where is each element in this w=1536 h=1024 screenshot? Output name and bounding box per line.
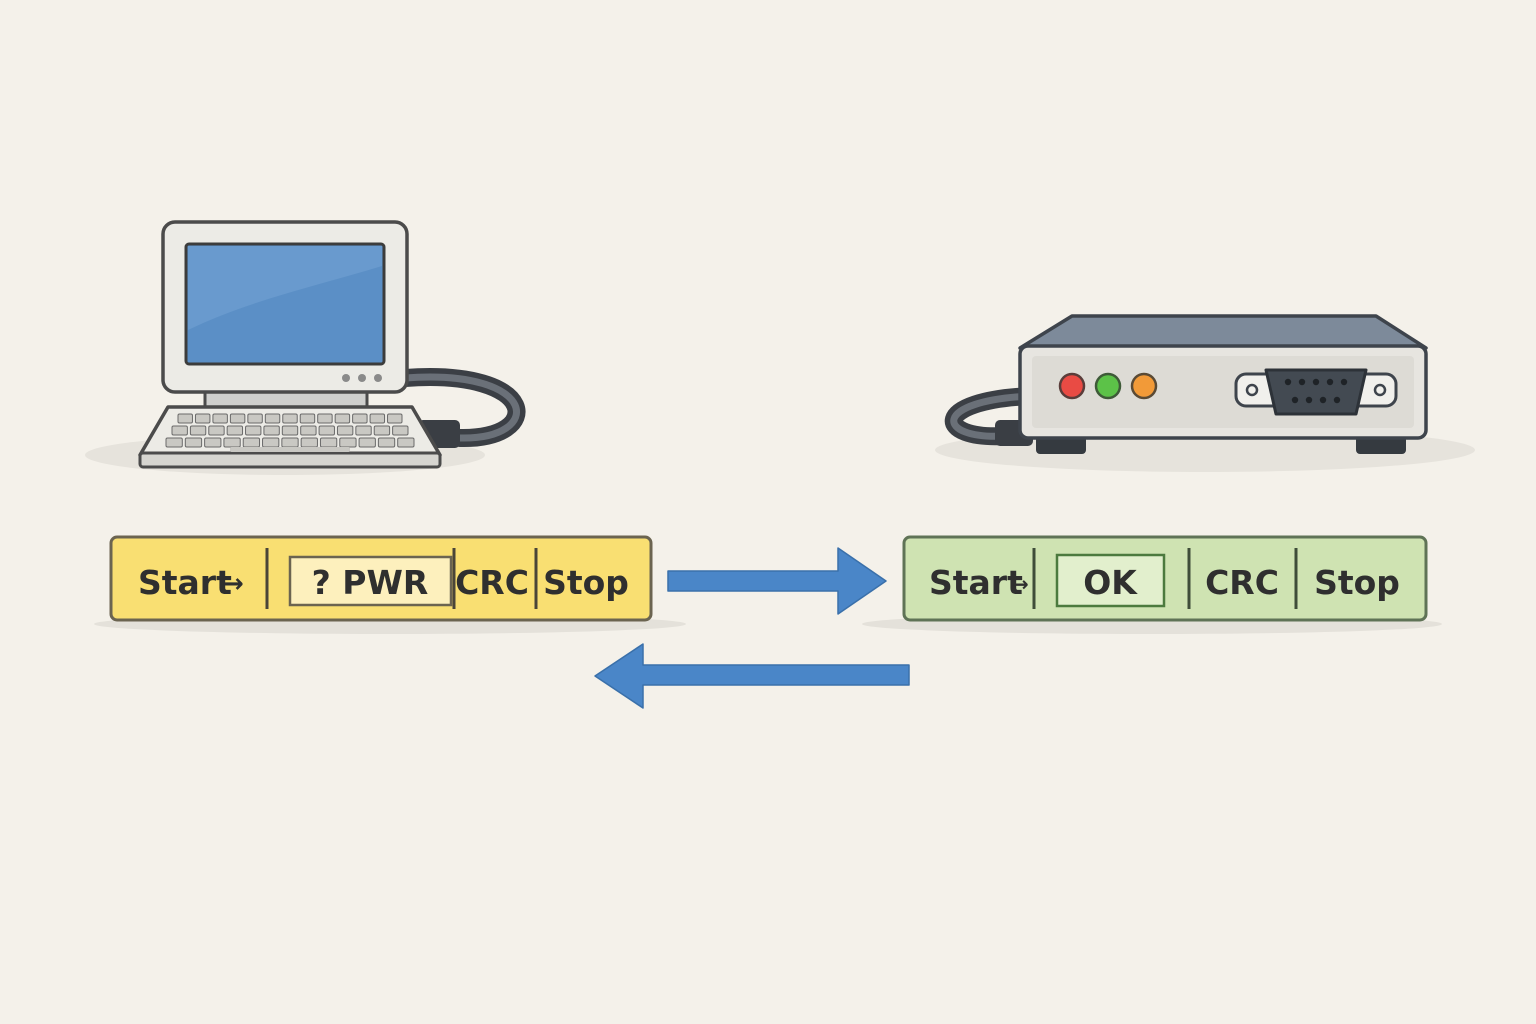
keyboard-key bbox=[281, 437, 299, 448]
keyboard-keys bbox=[165, 413, 415, 452]
serial-device-icon bbox=[935, 314, 1475, 472]
device-payload-box bbox=[1055, 553, 1166, 608]
device-frame: Start → OK CRC Stop bbox=[902, 535, 1428, 622]
keyboard-key bbox=[281, 425, 299, 436]
host-field-start: Start bbox=[138, 563, 232, 602]
keyboard-key bbox=[336, 425, 354, 436]
keyboard-key bbox=[247, 413, 263, 424]
keyboard-key bbox=[282, 413, 298, 424]
response-arrow-left-icon bbox=[594, 643, 910, 709]
host-start-arrow-icon: → bbox=[222, 569, 244, 599]
device-top bbox=[1018, 314, 1428, 350]
monitor-screen bbox=[184, 242, 386, 366]
keyboard-key bbox=[264, 413, 281, 424]
keyboard-key bbox=[373, 425, 391, 436]
monitor-dot bbox=[374, 374, 382, 382]
status-led-orange bbox=[1130, 372, 1158, 400]
keyboard-key bbox=[223, 437, 241, 448]
keyboard-key bbox=[387, 413, 403, 424]
keyboard-key bbox=[358, 437, 376, 448]
status-led-green bbox=[1094, 372, 1122, 400]
keyboard-key bbox=[317, 413, 333, 424]
keyboard-key bbox=[229, 413, 246, 424]
device-field-crc: CRC bbox=[1205, 563, 1279, 602]
keyboard-key bbox=[369, 413, 386, 424]
keyboard-key bbox=[177, 413, 193, 424]
keyboard-key bbox=[208, 425, 225, 436]
keyboard-key bbox=[189, 425, 207, 436]
keyboard-key bbox=[299, 413, 316, 424]
keyboard-key bbox=[352, 413, 368, 424]
keyboard-key bbox=[165, 437, 183, 448]
keyboard-key bbox=[226, 425, 244, 436]
port-pin bbox=[1333, 396, 1341, 404]
keyboard-key bbox=[339, 437, 357, 448]
port-pin bbox=[1298, 378, 1306, 386]
keyboard-key bbox=[377, 437, 396, 448]
keyboard-key bbox=[204, 437, 222, 448]
port-screw bbox=[1373, 383, 1387, 397]
keyboard-key bbox=[263, 425, 280, 436]
port-pin bbox=[1319, 396, 1327, 404]
keyboard-key bbox=[318, 425, 335, 436]
desktop-computer-icon bbox=[85, 220, 526, 475]
keyboard-key bbox=[262, 437, 280, 448]
keyboard-key bbox=[171, 425, 188, 436]
port-pin bbox=[1291, 396, 1299, 404]
keyboard-spacebar bbox=[230, 447, 350, 452]
keyboard-key bbox=[194, 413, 211, 424]
keyboard-key bbox=[355, 425, 372, 436]
device-start-arrow-icon: → bbox=[1012, 572, 1029, 596]
port-pin bbox=[1340, 378, 1348, 386]
keyboard-key bbox=[334, 413, 351, 424]
keyboard-key bbox=[300, 425, 317, 436]
keyboard-key bbox=[245, 425, 262, 436]
db9-serial-port-icon bbox=[1234, 368, 1398, 416]
keyboard-key bbox=[397, 437, 415, 448]
device-field-stop: Stop bbox=[1314, 563, 1400, 602]
status-led-red bbox=[1058, 372, 1086, 400]
port-pins bbox=[1284, 378, 1348, 404]
port-shell bbox=[1264, 368, 1368, 416]
screen-glare bbox=[188, 246, 382, 330]
computer-cable-highlight bbox=[401, 373, 520, 442]
host-field-stop: Stop bbox=[543, 563, 629, 602]
host-payload-box bbox=[288, 555, 453, 607]
port-pin bbox=[1312, 378, 1320, 386]
request-arrow-right-icon bbox=[667, 547, 887, 615]
host-field-command: ? PWR bbox=[312, 563, 429, 602]
monitor-dot bbox=[358, 374, 366, 382]
port-pin bbox=[1305, 396, 1313, 404]
device-field-start: Start bbox=[929, 563, 1023, 602]
host-frame: Start → ? PWR CRC Stop bbox=[109, 535, 653, 622]
monitor-dot bbox=[342, 374, 350, 382]
port-screw bbox=[1245, 383, 1259, 397]
port-pin bbox=[1284, 378, 1292, 386]
port-pin bbox=[1326, 378, 1334, 386]
host-field-crc: CRC bbox=[455, 563, 529, 602]
keyboard-key bbox=[392, 425, 409, 436]
keyboard-base bbox=[138, 451, 442, 469]
keyboard-key bbox=[212, 413, 228, 424]
keyboard-key bbox=[184, 437, 203, 448]
device-cable-highlight bbox=[950, 392, 1036, 440]
keyboard-key bbox=[319, 437, 338, 448]
keyboard-key bbox=[300, 437, 318, 448]
device-field-response: OK bbox=[1083, 563, 1138, 602]
keyboard-key bbox=[242, 437, 261, 448]
